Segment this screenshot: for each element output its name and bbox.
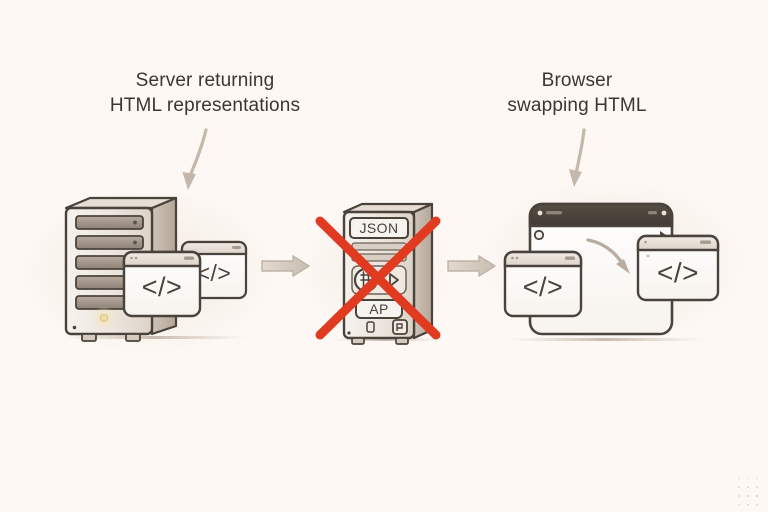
svg-text:</>: </> [142, 272, 183, 302]
browser-inner-window-old: </> [503, 250, 583, 318]
svg-text:AP: AP [369, 301, 388, 317]
json-api-illustration: JSON AP [315, 202, 441, 345]
code-window-front: </> [122, 250, 202, 318]
svg-text:JSON: JSON [360, 220, 399, 236]
browser-pointer-arrow [569, 128, 586, 187]
cross-out-mark [315, 216, 441, 340]
svg-text:</>: </> [657, 257, 699, 288]
svg-text:</>: </> [523, 272, 564, 302]
browser-swap-arrow [586, 238, 630, 274]
server-pointer-arrow [182, 128, 208, 190]
svg-text:</>: </> [197, 260, 232, 286]
flow-arrow-server-to-api [261, 255, 310, 277]
json-badge: JSON [349, 217, 409, 239]
browser-caption: Browser swapping HTML [507, 70, 647, 116]
server-caption: Server returning HTML representations [109, 70, 301, 116]
browser-illustration: </> </> [503, 202, 720, 341]
flow-arrow-api-to-browser [447, 255, 496, 277]
browser-inner-window-new: </> [636, 234, 720, 302]
server-illustration: </> </> [62, 196, 248, 342]
corner-dot-texture [735, 478, 764, 507]
api-badge: AP [355, 299, 403, 319]
